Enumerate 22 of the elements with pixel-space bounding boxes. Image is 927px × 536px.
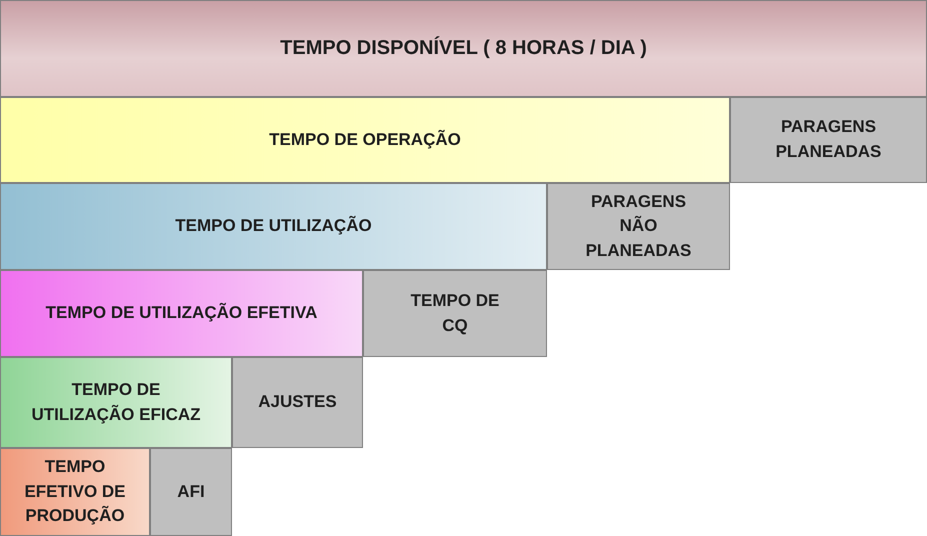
loss-time-block xyxy=(730,97,927,183)
time-bar xyxy=(0,0,927,97)
block-label: TEMPO DE CQ xyxy=(410,290,500,336)
block-label: TEMPO DE UTILIZAÇÃO xyxy=(175,214,372,238)
block-label: TEMPO DISPONÍVEL ( 8 HORAS / DIA ) xyxy=(280,35,647,61)
block-label: PARAGENS NÃO PLANEADAS xyxy=(584,190,692,262)
time-bar xyxy=(0,97,730,183)
time-bar xyxy=(0,448,150,536)
loss-time-block xyxy=(363,270,547,357)
block-label: AFI xyxy=(177,480,205,503)
time-bar xyxy=(0,357,232,448)
block-label: PARAGENS PLANEADAS xyxy=(774,116,882,163)
loss-time-block xyxy=(150,448,232,536)
block-label: AJUSTES xyxy=(258,391,337,414)
block-label: TEMPO DE UTILIZAÇÃO EFICAZ xyxy=(30,378,202,426)
time-bar xyxy=(0,183,547,270)
block-label: TEMPO DE UTILIZAÇÃO EFETIVA xyxy=(46,302,318,324)
block-label: TEMPO EFETIVO DE PRODUÇÃO xyxy=(23,456,127,528)
block-label: TEMPO DE OPERAÇÃO xyxy=(269,128,461,151)
loss-time-block xyxy=(232,357,363,448)
time-bar xyxy=(0,270,363,357)
loss-time-block xyxy=(547,183,730,270)
